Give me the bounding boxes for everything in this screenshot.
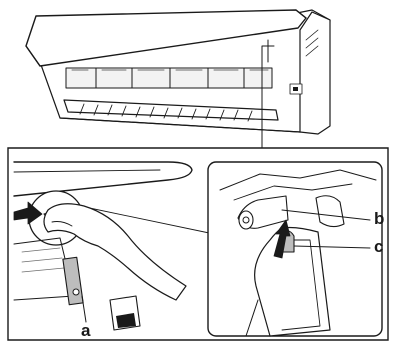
indoor-unit-overview bbox=[26, 10, 330, 134]
callout-a-leader bbox=[82, 296, 86, 322]
air-filters bbox=[66, 68, 272, 88]
hinge-pin bbox=[239, 211, 253, 229]
callout-label-b: b bbox=[374, 210, 384, 227]
right-detail bbox=[208, 162, 382, 336]
unit-side-panel bbox=[300, 12, 330, 134]
panel-edge bbox=[14, 162, 192, 196]
left-detail bbox=[14, 162, 214, 330]
panel-inner-line bbox=[14, 170, 160, 172]
hand bbox=[44, 204, 186, 300]
indicator bbox=[293, 87, 298, 91]
callout-label-c: c bbox=[374, 238, 383, 255]
callout-label-a: a bbox=[81, 322, 90, 339]
hinge-hole bbox=[73, 289, 79, 295]
hinge-bracket bbox=[63, 257, 83, 305]
